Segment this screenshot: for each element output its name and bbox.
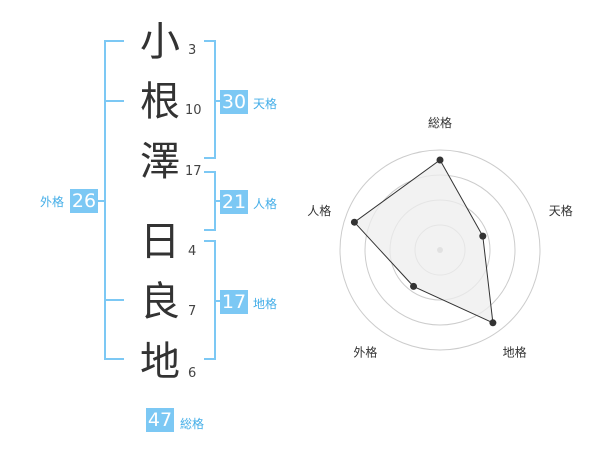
name-char-2: 根 <box>140 79 180 125</box>
jinkaku-bracket-bottom <box>204 229 216 231</box>
name-char-1: 小 <box>140 19 180 65</box>
radar-point-2 <box>479 232 487 240</box>
name-char-6: 地 <box>140 339 180 385</box>
jinkaku-label: 人格 <box>253 197 278 211</box>
tenkaku-label: 天格 <box>253 97 278 111</box>
stroke-count-3: 17 <box>185 164 202 179</box>
radar-point-3 <box>489 319 497 327</box>
chikaku-connector <box>214 300 222 302</box>
gaikaku-bracket-bottom <box>104 358 124 360</box>
tenkaku-connector <box>214 100 222 102</box>
stroke-count-6: 6 <box>188 366 197 381</box>
chikaku-value-badge: 17 <box>220 290 248 314</box>
radar-axis-label-3: 地格 <box>503 345 527 360</box>
stroke-count-1: 3 <box>188 43 197 58</box>
chikaku-label: 地格 <box>253 297 278 311</box>
stroke-count-5: 7 <box>188 304 197 319</box>
stroke-count-4: 4 <box>188 244 197 259</box>
gaikaku-bracket-mid1 <box>104 100 124 102</box>
tenkaku-value-badge: 30 <box>220 90 248 114</box>
stroke-count-2: 10 <box>185 103 202 118</box>
tenkaku-bracket-top <box>204 40 216 42</box>
name-char-5: 良 <box>140 279 180 325</box>
soukaku-label: 総格 <box>180 417 205 431</box>
name-char-4: 日 <box>140 219 180 265</box>
radar-axis-label-2: 天格 <box>549 203 573 218</box>
gaikaku-value-badge: 26 <box>70 189 98 213</box>
tenkaku-bracket-bottom <box>204 157 216 159</box>
radar-ring-4 <box>339 149 541 351</box>
chikaku-bracket-bottom <box>204 358 216 360</box>
radar-point-4 <box>410 282 418 290</box>
jinkaku-value-badge: 21 <box>220 190 248 214</box>
soukaku-value-badge: 47 <box>146 408 174 432</box>
radar-data-polygon <box>353 159 494 324</box>
gaikaku-bracket-top <box>104 40 124 42</box>
tenkaku-bracket-vertical <box>214 40 216 159</box>
radar-point-1 <box>436 156 444 164</box>
gaikaku-label: 外格 <box>40 195 65 209</box>
jinkaku-connector <box>214 200 222 202</box>
chikaku-bracket-top <box>204 240 216 242</box>
radar-axis-label-5: 人格 <box>307 203 331 218</box>
jinkaku-bracket-top <box>204 171 216 173</box>
name-char-3: 澤 <box>140 139 180 185</box>
radar-axis-label-1: 総格 <box>428 115 452 130</box>
radar-axis-label-4: 外格 <box>353 345 377 360</box>
radar-point-5 <box>350 218 358 226</box>
gaikaku-bracket-mid2 <box>104 299 124 301</box>
gaikaku-connector <box>98 200 106 202</box>
